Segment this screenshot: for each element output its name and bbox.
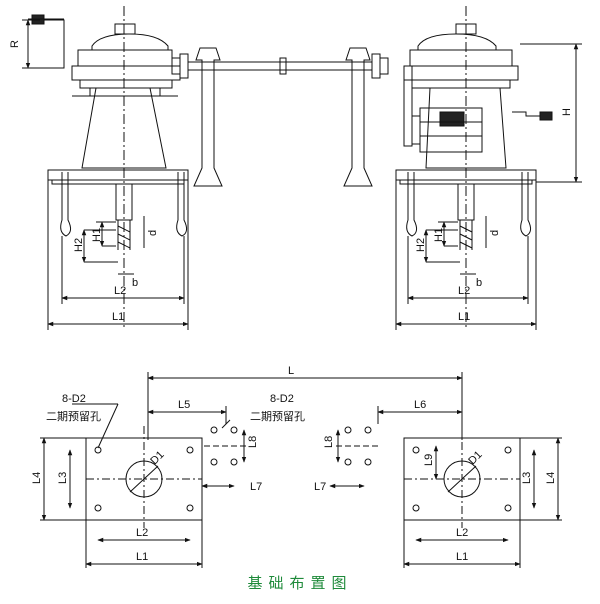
label-left-H2: H2	[73, 238, 85, 252]
label-left-H1: H1	[91, 228, 103, 242]
label-mid-holes: 8-D2	[270, 393, 294, 405]
label-H: H	[561, 108, 573, 116]
left-hoist	[28, 6, 189, 330]
right-reserved-holes	[344, 426, 372, 466]
label-right-plan-L2: L2	[456, 527, 468, 539]
label-left-L1: L1	[112, 311, 124, 323]
drawing-caption: 基础布置图	[247, 574, 353, 592]
label-right-L4: L4	[545, 472, 557, 484]
label-left-holes: 8-D2	[62, 393, 86, 405]
label-right-H2: H2	[415, 238, 427, 252]
label-L5: L5	[178, 399, 190, 411]
label-right-plan-L1: L1	[456, 551, 468, 563]
label-right-d: d	[489, 230, 501, 236]
label-left-L4: L4	[31, 472, 43, 484]
label-right-D1: D1	[466, 449, 484, 467]
label-right-H1: H1	[433, 228, 445, 242]
label-L8-right: L8	[323, 436, 335, 448]
label-left-plan-L1: L1	[136, 551, 148, 563]
label-right-L1: L1	[458, 311, 470, 323]
foundation-plan-view	[40, 372, 562, 568]
elevation-view	[22, 6, 582, 330]
label-left-plan-L2: L2	[136, 527, 148, 539]
label-R: R	[9, 40, 21, 48]
label-L7-left: L7	[250, 481, 262, 493]
right-hoist	[395, 6, 582, 330]
label-left-d: d	[147, 230, 159, 236]
transmission-shaft	[171, 47, 389, 187]
label-left-L3: L3	[57, 472, 69, 484]
label-L8-left: L8	[247, 436, 259, 448]
label-right-L3: L3	[521, 472, 533, 484]
label-left-b: b	[132, 277, 138, 289]
left-reserved-holes	[210, 426, 238, 466]
label-left-L2: L2	[114, 285, 126, 297]
label-L6: L6	[414, 399, 426, 411]
label-mid-reserved: 二期预留孔	[250, 410, 305, 423]
label-right-L2: L2	[458, 285, 470, 297]
label-L9: L9	[423, 454, 435, 466]
label-left-reserved: 二期预留孔	[46, 410, 101, 423]
right-plate-holes	[412, 446, 512, 512]
label-L: L	[288, 365, 294, 377]
label-left-D1: D1	[148, 449, 166, 467]
label-right-b: b	[476, 277, 482, 289]
label-L7-right: L7	[314, 481, 326, 493]
